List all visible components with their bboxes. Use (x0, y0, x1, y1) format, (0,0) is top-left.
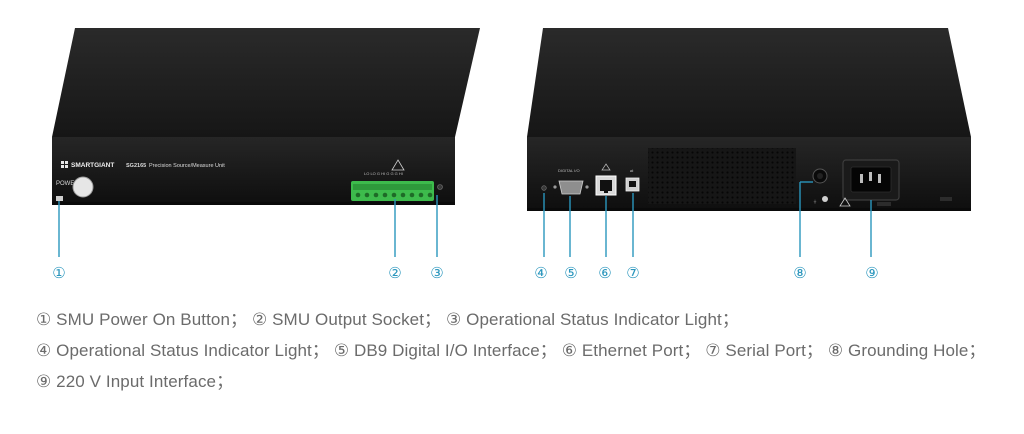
callout-7: ⑦ (626, 264, 639, 282)
callout-4: ④ (534, 264, 547, 282)
callout-8: ⑧ (793, 264, 806, 282)
callout-lines (58, 181, 872, 257)
callout-9: ⑨ (865, 264, 878, 282)
model-number: SG2165 (126, 163, 146, 169)
rear-warning-triangle-icon (839, 197, 851, 207)
inlet-label-plate (877, 202, 891, 206)
status-indicator-light (437, 184, 443, 190)
device-diagram: SMARTGIANT SG2165 Precision Source/Measu… (52, 28, 971, 282)
brand-logo (61, 161, 68, 168)
ethernet-port[interactable] (595, 175, 617, 196)
output-socket[interactable] (351, 181, 434, 201)
legend-item-1: ① SMU Power On Button； (36, 310, 248, 329)
power-label: POWER (56, 181, 79, 187)
ground-symbol-icon: ⏚ (813, 198, 817, 204)
vent-grille-left (648, 148, 796, 204)
ground-screw (822, 196, 828, 202)
db9-port[interactable] (553, 180, 589, 195)
legend-item-7: ⑦ Serial Port； (705, 341, 823, 360)
brand-name: SMARTGIANT (71, 162, 114, 169)
callout-6: ⑥ (598, 264, 611, 282)
rear-status-indicator-light (541, 185, 547, 191)
callout-1: ① (52, 264, 65, 282)
legend-caption: ① SMU Power On Button； ② SMU Output Sock… (36, 304, 1004, 397)
usb-icon: ⇌ (630, 168, 634, 173)
callout-numbers: ① ② ③ ④ ⑤ ⑥ ⑦ ⑧ ⑨ (52, 264, 878, 282)
grounding-hole[interactable] (812, 168, 828, 184)
callout-5: ⑤ (564, 264, 577, 282)
front-device: SMARTGIANT SG2165 Precision Source/Measu… (52, 28, 480, 205)
legend-item-9: ⑨ 220 V Input Interface； (36, 372, 234, 391)
legend-item-2: ② SMU Output Socket； (251, 310, 442, 329)
digital-io-label: DIGITAL I/O (558, 168, 580, 173)
serial-port[interactable] (625, 177, 640, 192)
legend-item-8: ⑧ Grounding Hole； (827, 341, 986, 360)
legend-item-4: ④ Operational Status Indicator Light； (36, 341, 329, 360)
legend-item-6: ⑥ Ethernet Port； (561, 341, 701, 360)
power-inlet[interactable] (842, 159, 900, 201)
warning-triangle-icon (391, 159, 405, 171)
rear-top-surface (527, 28, 971, 137)
socket-terminal-marks: LO LO G HI G G G HI (364, 171, 403, 176)
power-led-icon (56, 196, 63, 201)
rear-device: DIGITAL I/O ⇌ ⏚ (527, 28, 971, 211)
network-icon (601, 163, 611, 171)
front-top-surface (52, 28, 480, 137)
legend-item-5: ⑤ DB9 Digital I/O Interface； (333, 341, 557, 360)
callout-2: ② (388, 264, 401, 282)
legend-item-3: ③ Operational Status Indicator Light； (445, 310, 739, 329)
callout-3: ③ (430, 264, 443, 282)
model-description: Precision Source/Measure Unit (149, 163, 225, 169)
rear-label-plate (940, 197, 952, 201)
power-button[interactable] (72, 176, 94, 198)
